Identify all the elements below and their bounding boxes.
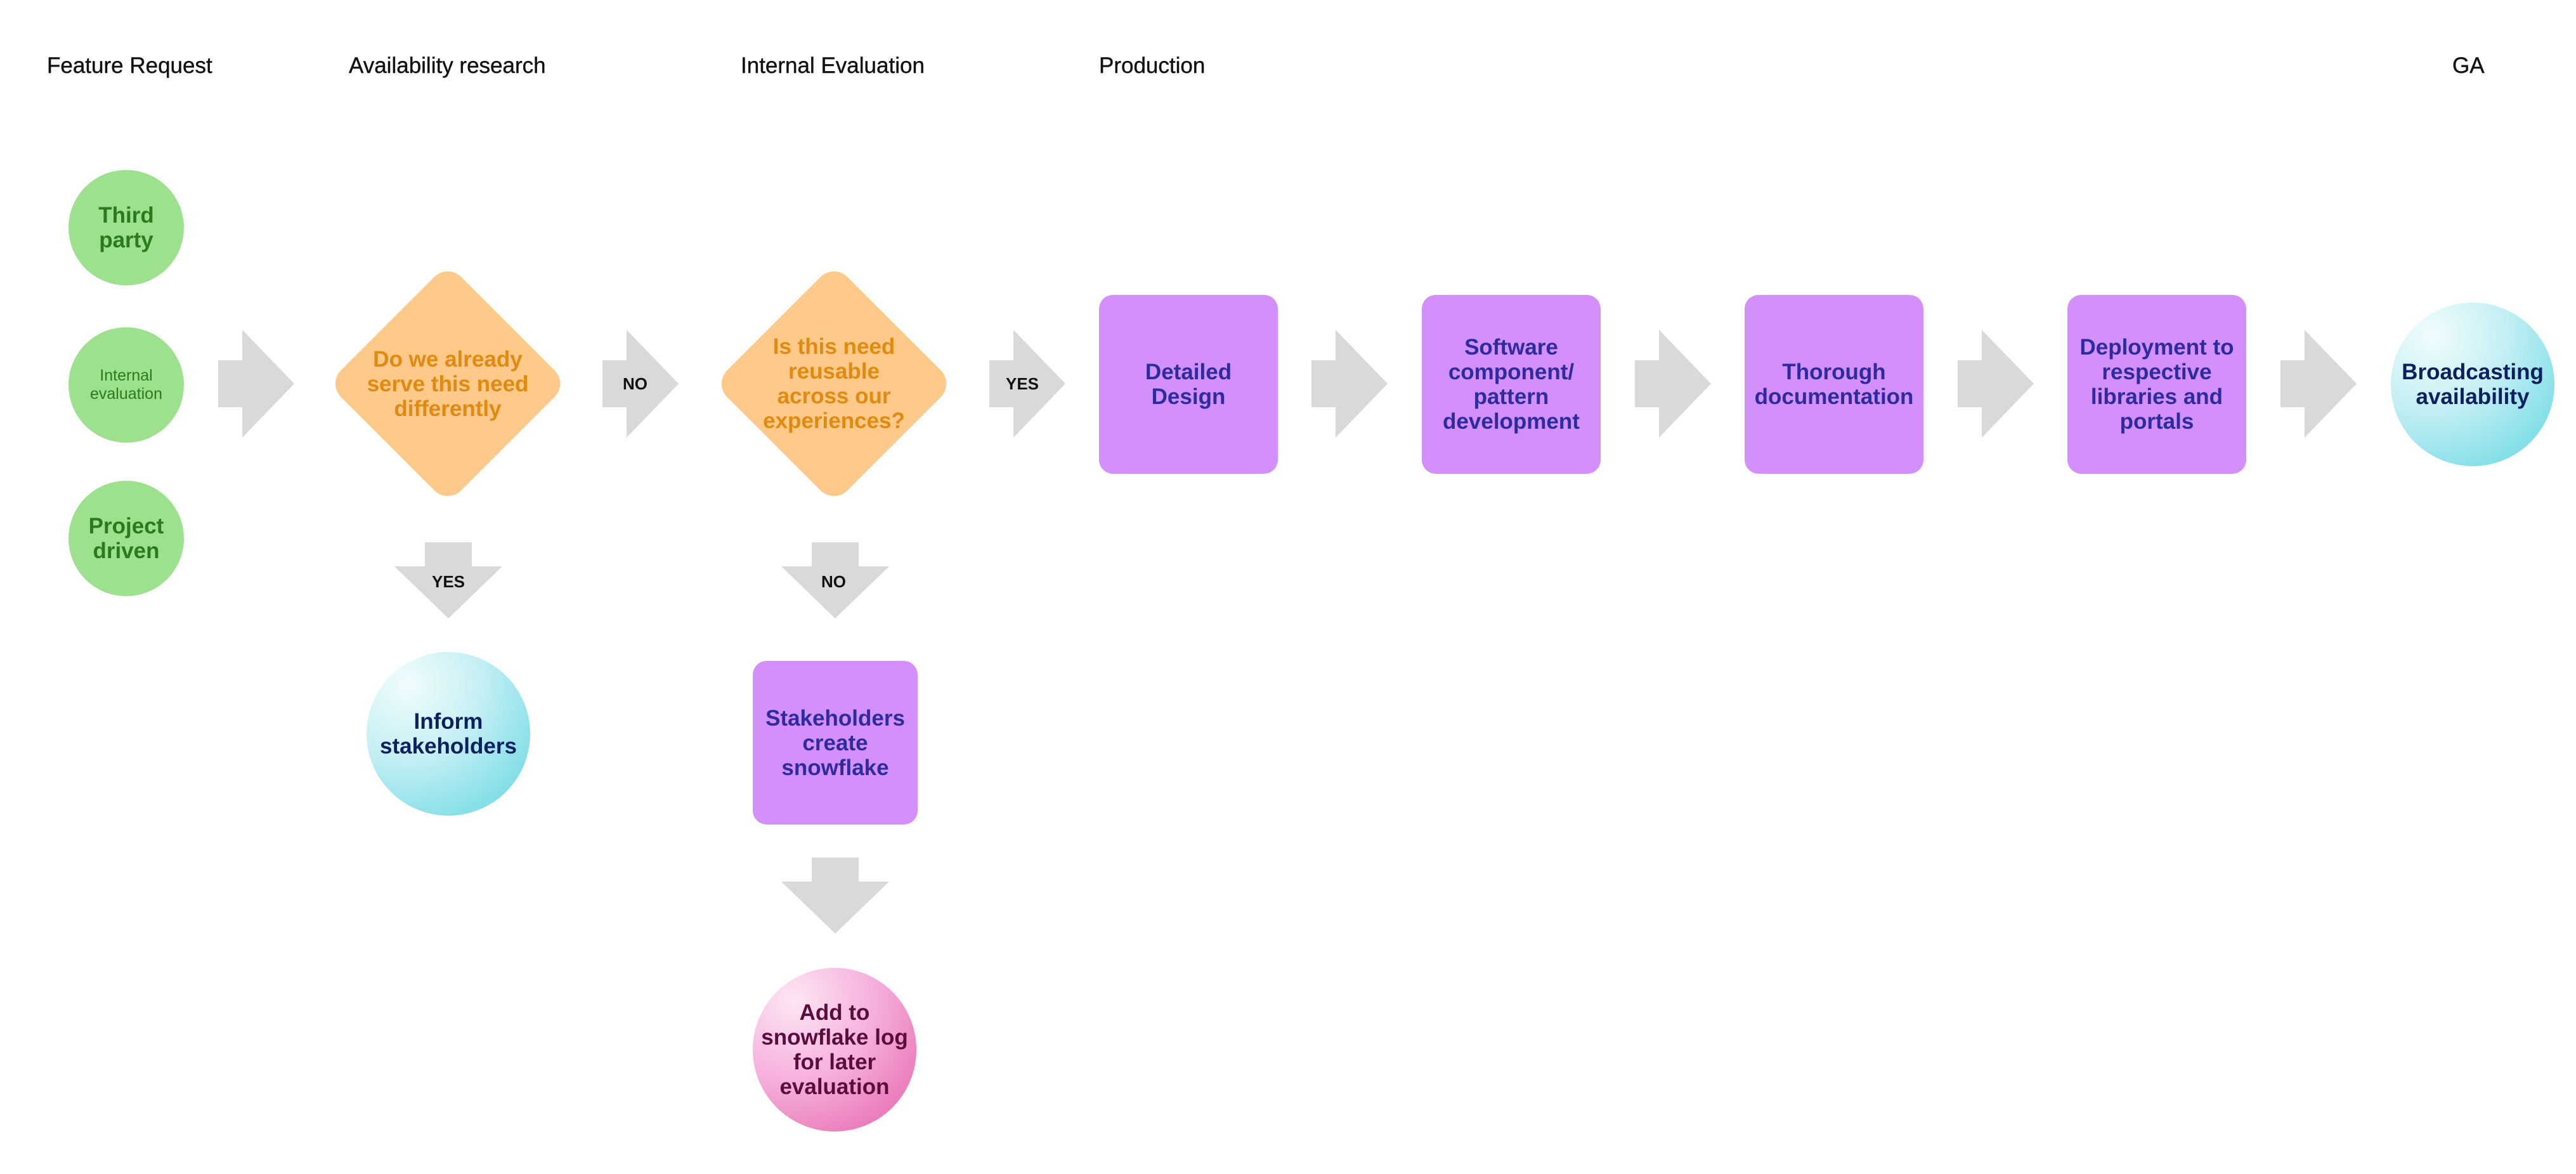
- arrow-right-production-1: [1311, 330, 1388, 438]
- outcome-stakeholders-create-snowflake-label: Stakeholders create snowflake: [765, 705, 905, 780]
- stage-heading-internal-evaluation: Internal Evaluation: [741, 53, 925, 78]
- production-deployment: Deployment to respective libraries and p…: [2067, 295, 2246, 474]
- source-third-party-label: Third party: [98, 203, 154, 252]
- outcome-snowflake-log-label: Add to snowflake log for later evaluatio…: [761, 1000, 908, 1099]
- arrow-label-no-1: NO: [623, 374, 647, 393]
- arrow-right-1: [218, 330, 294, 438]
- arrow-down-no: [781, 542, 889, 618]
- ga-broadcasting-availability-label: Broadcasting availability: [2402, 360, 2544, 409]
- stage-heading-availability-research: Availability research: [349, 53, 546, 78]
- source-project-driven: Project driven: [68, 481, 184, 596]
- arrow-right-production-4: [2280, 330, 2357, 438]
- ga-broadcasting-availability: Broadcasting availability: [2391, 303, 2554, 466]
- outcome-inform-stakeholders-label: Inform stakeholders: [380, 709, 517, 759]
- production-deployment-label: Deployment to respective libraries and p…: [2079, 335, 2234, 434]
- decision-availability: Do we already serve this need differentl…: [327, 263, 568, 504]
- stage-heading-production: Production: [1099, 53, 1206, 78]
- production-thorough-documentation-label: Thorough documentation: [1754, 360, 1914, 409]
- arrow-down-snowflake: [781, 858, 889, 934]
- arrow-label-no-2: NO: [821, 572, 846, 591]
- outcome-snowflake-log: Add to snowflake log for later evaluatio…: [753, 968, 916, 1132]
- arrow-right-production-2: [1635, 330, 1711, 438]
- source-project-driven-label: Project driven: [88, 514, 164, 563]
- arrow-down-yes: [394, 542, 502, 618]
- source-internal-evaluation: Internal evaluation: [68, 327, 184, 443]
- arrow-label-yes-1: YES: [432, 572, 465, 591]
- decision-reusable-text-wrap: Is this need reusable across our experie…: [713, 263, 954, 504]
- production-software-development: Software component/ pattern development: [1422, 295, 1601, 474]
- decision-availability-label: Do we already serve this need differentl…: [367, 346, 529, 421]
- arrow-label-yes-2: YES: [1006, 374, 1039, 393]
- outcome-inform-stakeholders: Inform stakeholders: [367, 652, 530, 816]
- stage-heading-ga: GA: [2452, 53, 2485, 78]
- decision-availability-text-wrap: Do we already serve this need differentl…: [327, 263, 568, 504]
- decision-reusable-label: Is this need reusable across our experie…: [763, 334, 905, 433]
- outcome-stakeholders-create-snowflake: Stakeholders create snowflake: [753, 661, 918, 825]
- stage-heading-feature-request: Feature Request: [47, 53, 212, 78]
- arrow-right-yes: [989, 330, 1065, 438]
- source-third-party: Third party: [68, 170, 184, 285]
- source-internal-evaluation-label: Internal evaluation: [90, 367, 162, 403]
- production-detailed-design-label: Detailed Design: [1145, 360, 1232, 409]
- decision-reusable: Is this need reusable across our experie…: [713, 263, 954, 504]
- production-thorough-documentation: Thorough documentation: [1745, 295, 1923, 474]
- production-detailed-design: Detailed Design: [1099, 295, 1278, 474]
- production-software-development-label: Software component/ pattern development: [1443, 335, 1580, 434]
- arrow-right-production-3: [1958, 330, 2034, 438]
- arrow-right-no: [602, 330, 679, 438]
